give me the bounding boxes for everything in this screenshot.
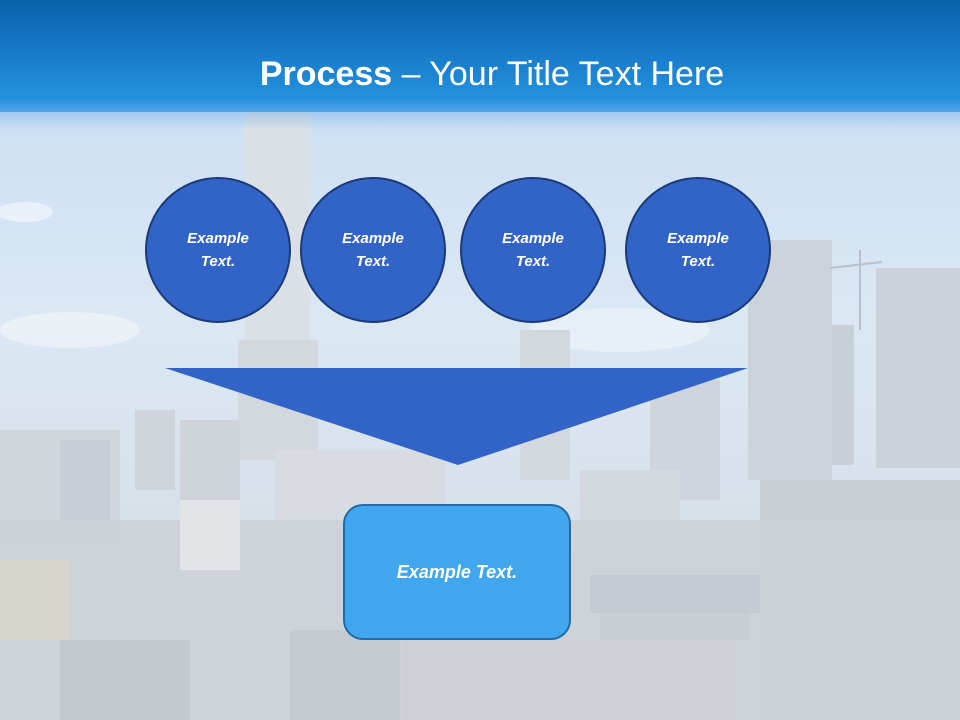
process-circle-4[interactable]: Example Text. [625,177,771,323]
circle-text-line1: Example [667,230,729,247]
title-rest: Your Title Text Here [429,55,725,93]
title-separator: – [392,55,430,93]
slide-title: Process – Your Title Text Here [0,52,960,96]
circle-text-line2: Text. [200,253,236,270]
header-band [0,0,960,112]
result-box-label: Example Text. [396,561,518,582]
circle-text-line2: Text. [680,253,716,270]
process-circle-3[interactable]: Example Text. [460,177,606,323]
circle-text-line1: Example [342,230,404,247]
result-box[interactable]: Example Text. [343,504,571,640]
header-fade [0,100,960,130]
process-circle-1[interactable]: Example Text. [145,177,291,323]
circle-text-line2: Text. [355,253,391,270]
circle-text-line1: Example [187,230,249,247]
circle-text-line2: Text. [515,253,551,270]
process-circle-2[interactable]: Example Text. [300,177,446,323]
title-bold: Process [259,55,393,93]
circle-text-line1: Example [502,230,564,247]
